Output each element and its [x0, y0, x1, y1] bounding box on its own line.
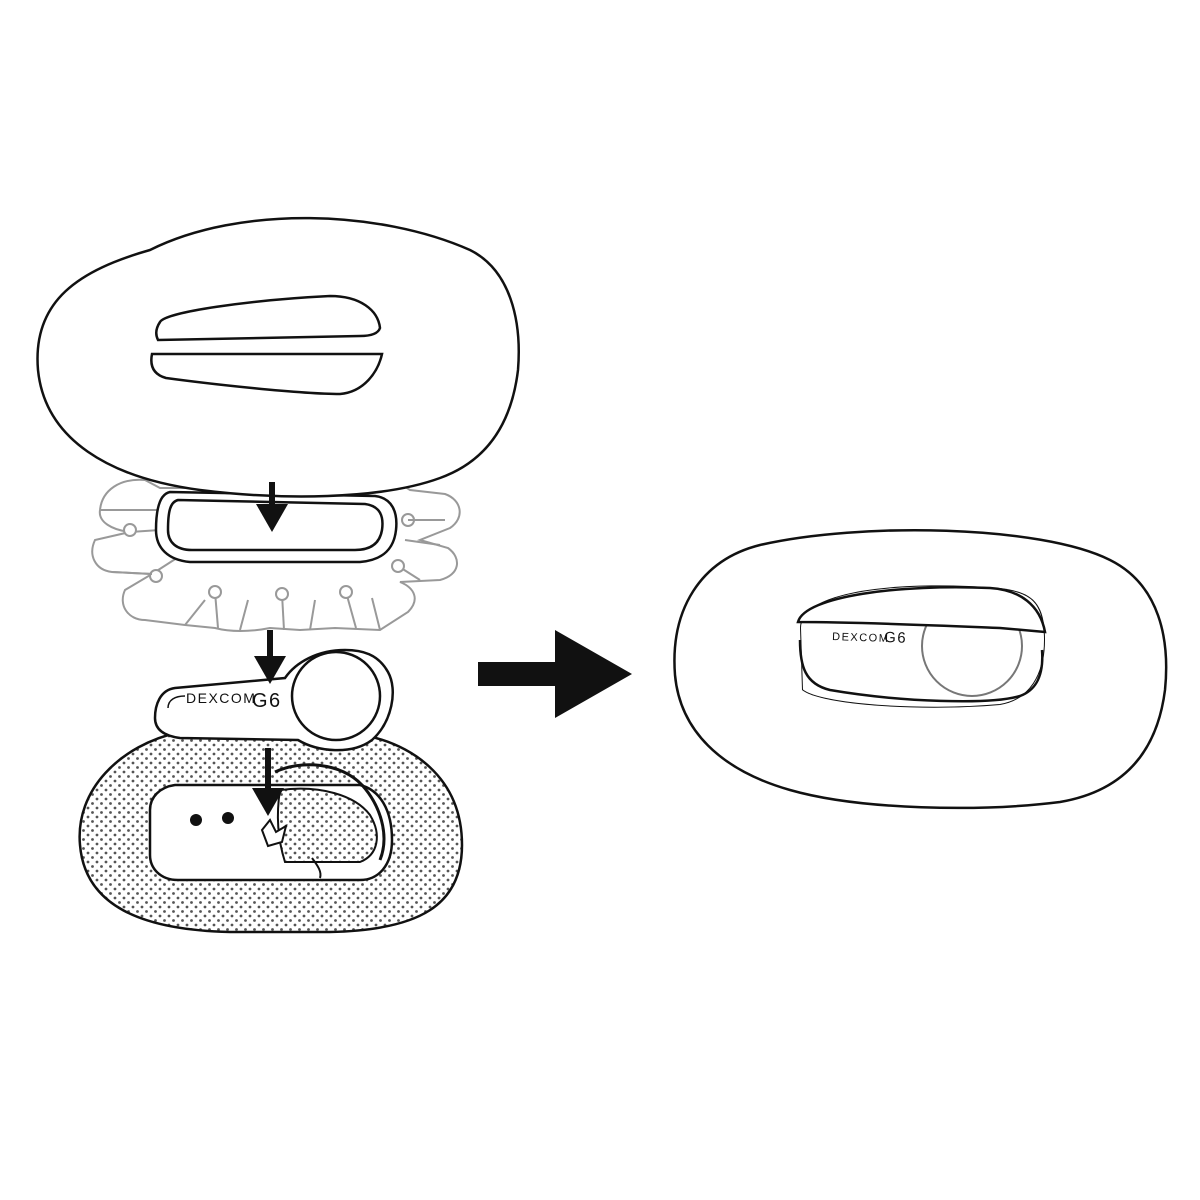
down-arrow-icon	[252, 748, 284, 816]
adhesive-patch-layer	[78, 730, 464, 934]
petal-ring-inner-frame	[154, 490, 398, 564]
transmitter-model-label: G6	[252, 690, 282, 712]
transmitter-brand-label: DEXCOM	[186, 690, 256, 706]
right-arrow-icon	[478, 630, 632, 718]
assembled-brand-label: DEXCOM	[832, 631, 890, 645]
down-arrow-icon	[256, 482, 288, 532]
down-arrow-icon	[254, 630, 286, 684]
assembled-overpatch: DEXCOM G6	[673, 528, 1168, 810]
assembled-model-label: G6	[884, 629, 908, 647]
overpatch-top-layer	[36, 216, 520, 498]
transmitter-layer: DEXCOM G6	[153, 648, 394, 752]
